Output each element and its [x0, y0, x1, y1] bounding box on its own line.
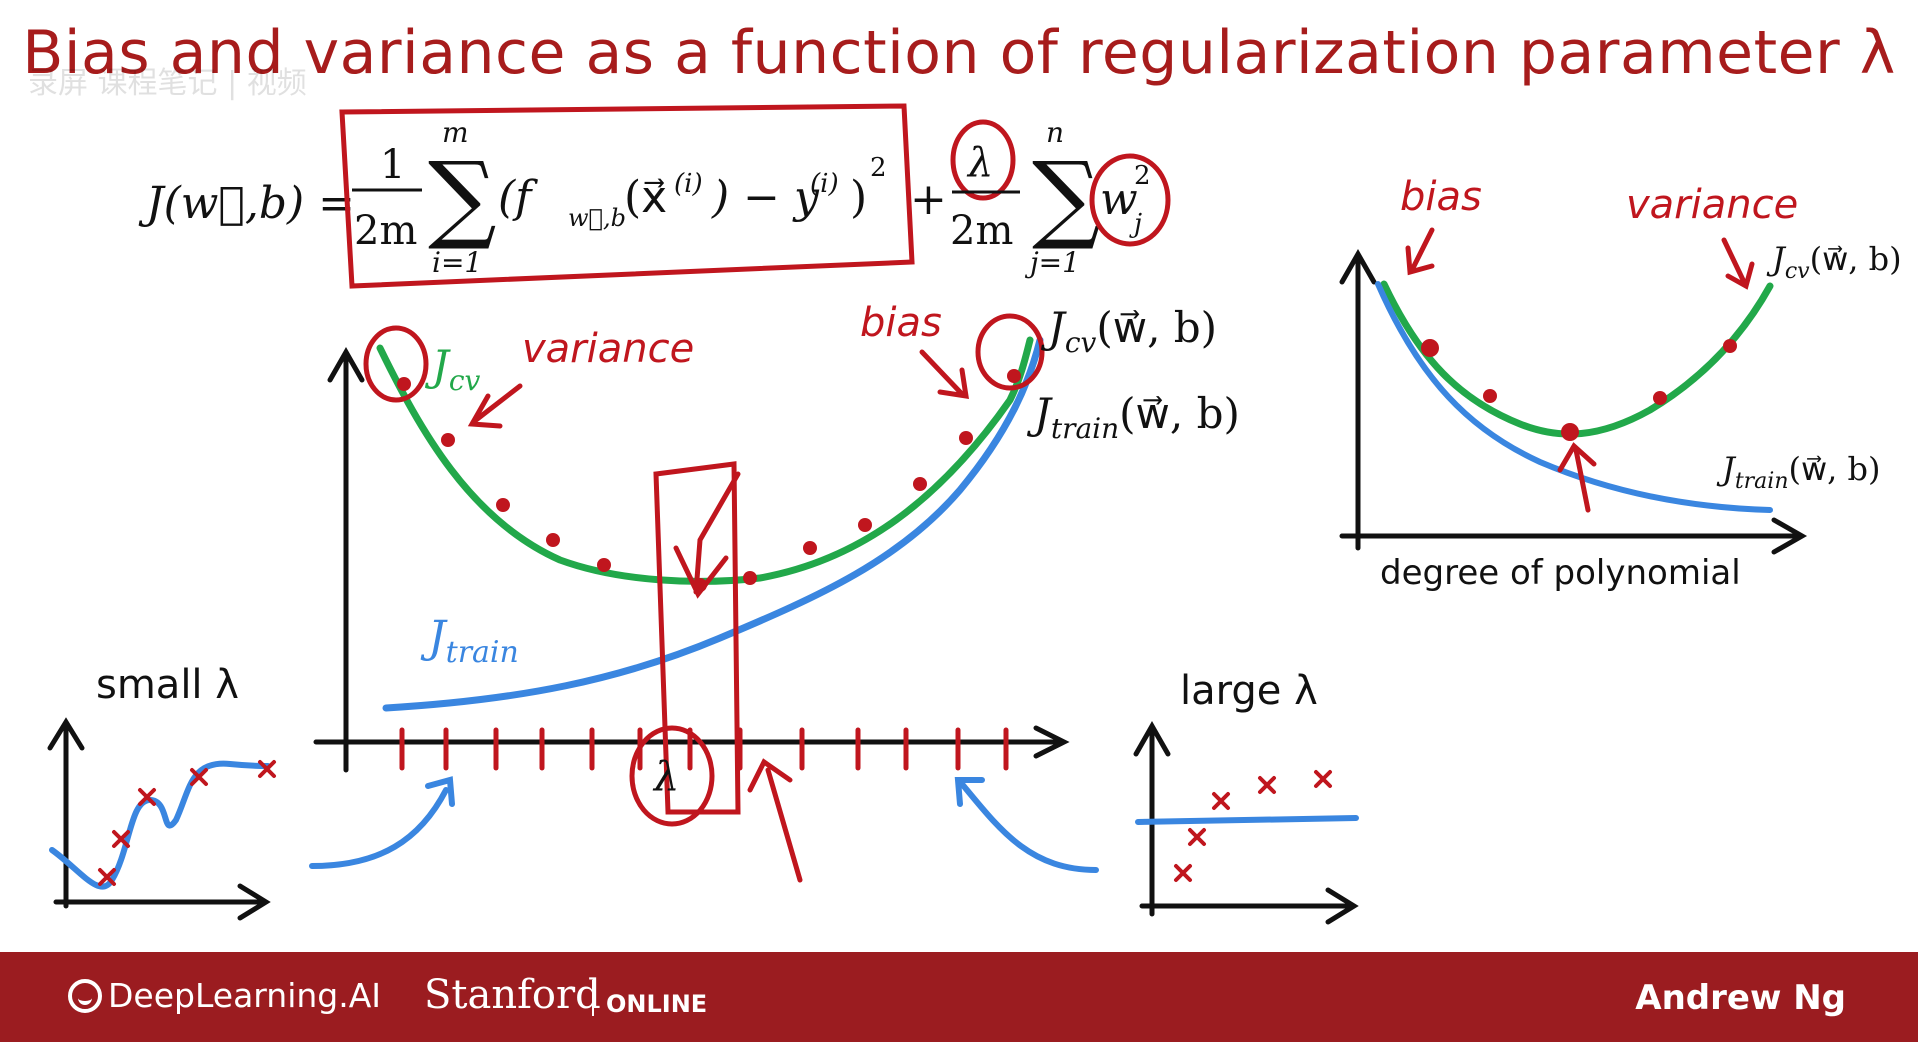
formula-lhs: J(w⃗,b) = [138, 178, 355, 229]
sum1-sub: w⃗,b [568, 204, 626, 232]
small-lambda-points [98, 760, 276, 886]
deeplearning-brand: DeepLearning.AI [68, 976, 381, 1015]
degree-x-axis-label: degree of polynomial [1380, 553, 1741, 593]
deeplearning-brand-text: DeepLearning.AI [108, 976, 382, 1015]
large-lambda-sketch: large λ [1133, 668, 1359, 925]
sum1-sup-i-2: (i) [810, 169, 839, 199]
watermark-overlay: 录屏 课程笔记 | 视频 [28, 66, 307, 101]
degree-optimal-arrow [1557, 442, 1597, 513]
author-name: Andrew Ng [1635, 978, 1846, 1018]
lambda-ticks [399, 727, 1009, 771]
deeplearning-logo-icon [68, 978, 102, 1013]
lambda-circle [950, 119, 1016, 201]
sum2-upper: n [1046, 116, 1064, 149]
jtrain-curve [382, 336, 1044, 712]
small-lambda-circle [363, 325, 429, 403]
bias-label: bias [860, 300, 942, 346]
degree-chart: bias variance Jcv(w⃗, b) Jtrain(w⃗, b) d… [1339, 174, 1902, 593]
degree-x-axis [1339, 517, 1808, 555]
sum1-minus-y: ) − y [711, 172, 820, 223]
degree-y-axis [1339, 248, 1377, 551]
degree-variance-arrow [1721, 237, 1755, 290]
optimal-down-arrow [673, 471, 741, 599]
optimal-lambda-box [653, 461, 741, 815]
large-lambda-points [1174, 770, 1332, 882]
sum2-sigma-icon: ∑ [1032, 141, 1101, 253]
degree-jcv-points [1421, 339, 1737, 441]
large-lambda-arrow [954, 777, 1099, 873]
jcv-curve [376, 336, 1034, 585]
term2-numerator: λ [966, 140, 993, 186]
footer-bar: DeepLearning.AI Stanford ONLINE Andrew N… [0, 952, 1918, 1042]
sum1-arg: (x⃗ [624, 172, 667, 223]
underfit-line [1135, 815, 1359, 825]
formula-plus: + [910, 174, 947, 225]
sum1-upper: m [442, 116, 469, 149]
lambda-axis-circle [629, 725, 715, 827]
slide-title: Bias and variance as a function of regul… [22, 18, 1896, 88]
small-lambda-label: small λ [96, 662, 239, 708]
large-lambda-circle [975, 313, 1045, 391]
degree-jcv-label: Jcv(w⃗, b) [1766, 240, 1902, 284]
sum1-lower: i=1 [432, 246, 482, 279]
jtrain-label: Jtrain [420, 612, 519, 670]
degree-variance-label: variance [1626, 182, 1798, 228]
jcv-label: Jcv [424, 341, 481, 397]
stanford-brand: Stanford [424, 972, 601, 1018]
sum1-close: ) [850, 172, 867, 223]
cost-function-formula: J(w⃗,b) = 1 2m m ∑ i=1 (f w⃗,b (x⃗ (i) )… [138, 103, 1171, 289]
main-y-axis [327, 346, 365, 773]
main-chart: Jcv variance bias Jcv(w⃗, b) Jtrain(w⃗, … [309, 300, 1240, 883]
sum1-body: (f [498, 172, 538, 223]
footer-separator [592, 980, 594, 1016]
degree-jcv-curve [1380, 280, 1774, 438]
large-lambda-label: large λ [1180, 668, 1318, 714]
lambda-axis-label: λ [652, 754, 679, 800]
sum2-lower: j=1 [1024, 246, 1080, 279]
small-lambda-sketch: small λ [47, 662, 276, 921]
term1-denominator: 2m [354, 208, 417, 254]
bias-arrow [919, 349, 969, 399]
formula-w-sup: 2 [1134, 161, 1151, 191]
online-label: ONLINE [606, 990, 708, 1018]
jcv-full-label: Jcv(w⃗, b) [1040, 303, 1217, 359]
jcv-points [397, 369, 1021, 592]
term2-denominator: 2m [950, 208, 1013, 254]
overfit-curve [49, 760, 271, 890]
degree-jtrain-label: Jtrain(w⃗, b) [1716, 450, 1880, 494]
sum1-square: 2 [870, 153, 887, 183]
small-lambda-arrow [309, 776, 455, 869]
degree-bias-arrow [1405, 227, 1435, 276]
wj-circle [1089, 153, 1171, 247]
jtrain-full-label: Jtrain(w⃗, b) [1026, 389, 1240, 445]
variance-label: variance [522, 326, 694, 372]
sum1-sigma-icon: ∑ [428, 141, 497, 253]
up-arrow [747, 758, 803, 883]
degree-bias-label: bias [1400, 174, 1482, 220]
first-term-box [339, 103, 915, 289]
term1-numerator: 1 [380, 142, 405, 188]
variance-arrow [467, 383, 523, 429]
formula-w: w [1100, 174, 1138, 225]
degree-jtrain-curve [1375, 281, 1773, 513]
sum1-sup-i: (i) [674, 169, 703, 199]
